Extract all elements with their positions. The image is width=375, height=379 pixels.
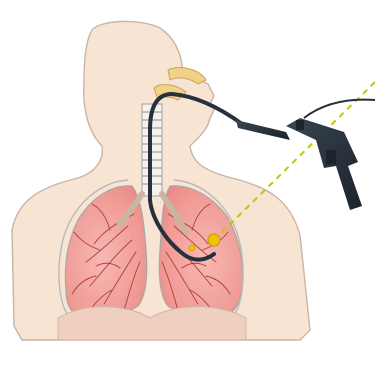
probe-tip: [189, 245, 195, 251]
light-cable: [304, 100, 375, 118]
target-marker: [208, 234, 220, 246]
